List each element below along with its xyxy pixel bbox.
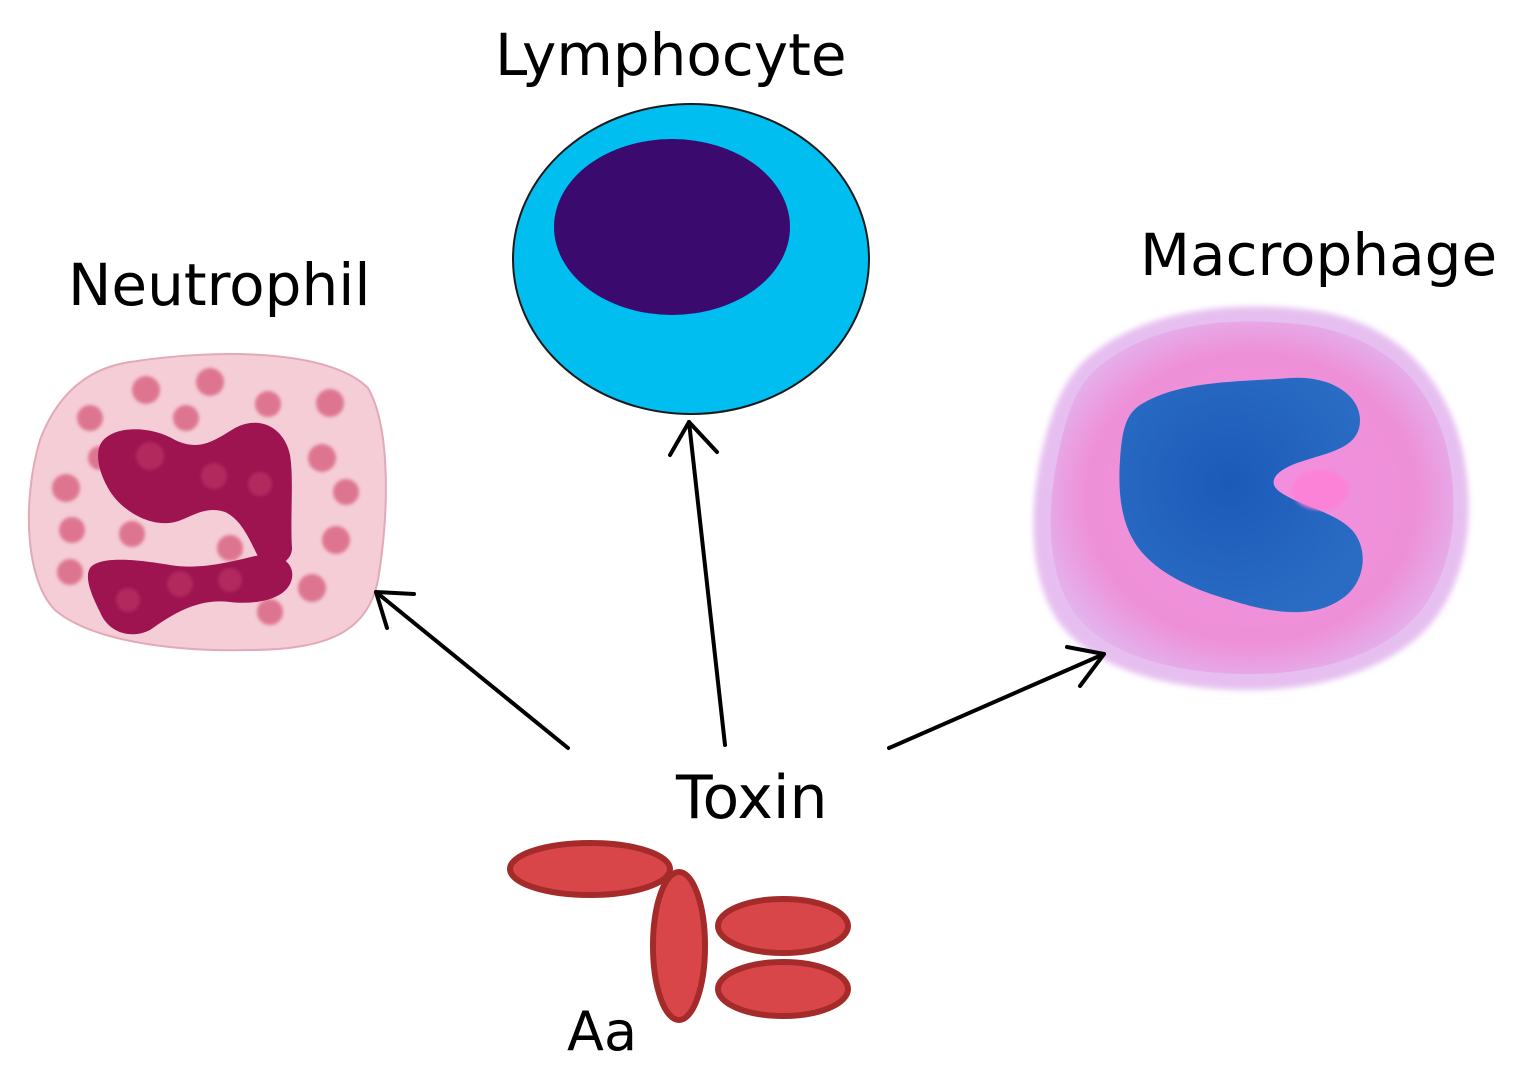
bacteria-label: Aa — [567, 1000, 637, 1063]
arrow-to-macrophage — [887, 645, 1106, 750]
arrow-to-neutrophil — [374, 590, 570, 750]
macrophage-cell-icon — [1033, 306, 1469, 690]
bacteria-icon — [507, 840, 851, 1023]
toxin-label: Toxin — [675, 763, 828, 833]
bacterium-3 — [715, 896, 851, 956]
neutrophil-nucleus-granules — [116, 442, 272, 612]
bacterium-4 — [715, 959, 851, 1019]
neutrophil-nucleus-lower — [87, 554, 293, 635]
bacterium-1 — [507, 840, 673, 898]
lymphocyte-nucleus — [554, 139, 790, 315]
neutrophil-cell-icon — [27, 353, 387, 652]
macrophage-label: Macrophage — [1140, 221, 1497, 289]
bacterium-2 — [650, 869, 708, 1023]
lymphocyte-cell-icon — [512, 103, 870, 415]
neutrophil-label: Neutrophil — [68, 251, 370, 319]
lymphocyte-label: Lymphocyte — [495, 21, 847, 89]
neutrophil-granules — [52, 368, 359, 625]
arrows — [374, 420, 1106, 750]
arrow-to-lymphocyte — [668, 420, 727, 747]
macrophage-nucleus — [1119, 377, 1363, 613]
macrophage-highlight — [1292, 470, 1348, 510]
